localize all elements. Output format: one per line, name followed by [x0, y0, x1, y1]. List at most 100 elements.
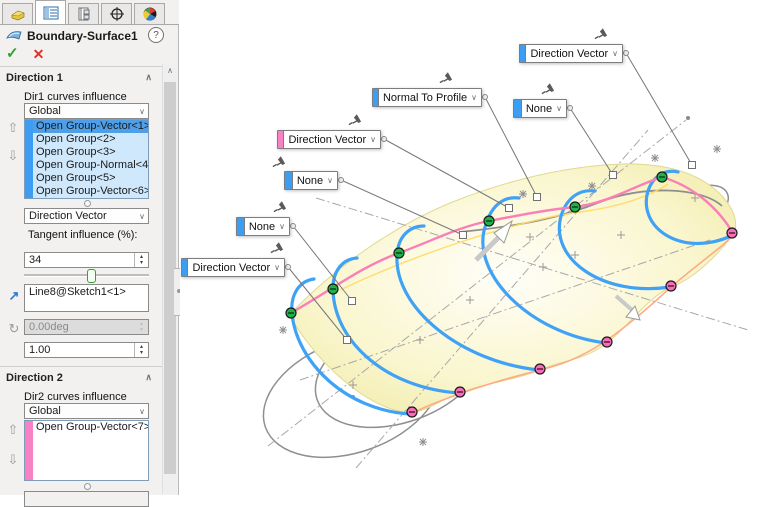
sketch-point-marks — [279, 145, 721, 446]
tangency-callout[interactable]: Direction Vector∨ — [181, 258, 285, 277]
configurationmanager-tab[interactable] — [68, 3, 99, 24]
connector-points-green[interactable] — [285, 171, 668, 319]
pin-icon[interactable] — [439, 71, 454, 85]
tangent-influence-input[interactable]: 34 ▴▾ — [24, 252, 149, 268]
chevron-down-icon[interactable]: ∨ — [327, 176, 333, 185]
callout-color-chip — [514, 100, 522, 117]
pin-icon[interactable] — [272, 155, 287, 169]
direction-vector-field[interactable]: Line8@Sketch1<1> — [24, 284, 149, 312]
scroll-up-icon[interactable]: ∧ — [167, 66, 173, 75]
panel-scrollbar[interactable]: ∧ — [162, 64, 177, 494]
list-item[interactable]: Open Group-Vector<1> — [33, 120, 148, 133]
connector-points-pink[interactable] — [406, 227, 738, 418]
guide-curve-pink[interactable] — [290, 175, 733, 315]
callout-leader-line — [625, 52, 693, 166]
direction-arrow[interactable] — [474, 219, 513, 262]
direction2-group-header[interactable]: Direction 2∧ — [6, 372, 152, 384]
tangency-callout[interactable]: None∨ — [513, 99, 567, 118]
connector-handle[interactable] — [505, 204, 513, 212]
move-down-icon[interactable]: ⇩ — [7, 148, 19, 163]
pin-icon[interactable] — [541, 82, 556, 96]
chevron-down-icon[interactable]: ∨ — [556, 104, 562, 113]
viewport-3d[interactable] — [180, 0, 768, 495]
list-item[interactable]: Open Group-Vector<6> — [36, 185, 148, 197]
leader-attach-point — [290, 223, 296, 229]
connector-handle[interactable] — [343, 336, 351, 344]
callout-color-chip — [278, 131, 285, 148]
spinner-buttons: ▴▾ — [139, 321, 143, 333]
list-item[interactable]: Open Group<2> — [36, 133, 116, 145]
profile-curves[interactable] — [290, 169, 733, 416]
slider-thumb[interactable] — [87, 269, 96, 283]
tangent-influence-slider[interactable] — [24, 269, 149, 283]
move-up-icon[interactable]: ⇧ — [7, 120, 19, 135]
displaymanager-tab[interactable] — [134, 3, 165, 24]
graphics-area[interactable] — [180, 0, 768, 495]
list-item[interactable]: Open Group-Normal<4> — [36, 159, 148, 171]
callout-leader-line — [287, 266, 348, 341]
leader-attach-point — [381, 136, 387, 142]
chevron-down-icon[interactable]: ∨ — [612, 49, 618, 58]
connector-handle[interactable] — [688, 161, 696, 169]
list-resize-handle[interactable] — [84, 200, 91, 207]
tangency-callout[interactable]: Normal To Profile∨ — [372, 88, 482, 107]
direction-vector-icon: ↗ — [8, 288, 20, 303]
move-down-icon[interactable]: ⇩ — [7, 452, 19, 467]
dimxpert-tab[interactable] — [101, 3, 132, 24]
draft-angle-input: 0.00deg ▴▾ — [24, 319, 149, 335]
tangency-callout[interactable]: None∨ — [236, 217, 290, 236]
chevron-down-icon: ∨ — [139, 212, 145, 221]
callout-color-chip — [237, 218, 245, 235]
dir1-influence-combo[interactable]: Global∨ — [24, 103, 149, 119]
dir2-influence-combo[interactable]: Global∨ — [24, 403, 149, 419]
chevron-down-icon[interactable]: ∨ — [279, 222, 285, 231]
spinner-buttons[interactable]: ▴▾ — [134, 253, 148, 267]
pin-icon[interactable] — [270, 241, 285, 255]
dir1-tangent-type-combo[interactable]: Direction Vector∨ — [24, 208, 149, 224]
chevron-down-icon[interactable]: ∨ — [471, 93, 477, 102]
callout-color-chip — [520, 45, 527, 62]
pin-icon[interactable] — [348, 113, 363, 127]
list-item[interactable]: Open Group-Vector<7> — [36, 421, 148, 433]
direction-arrow[interactable] — [614, 294, 641, 321]
connector-handle[interactable] — [609, 171, 617, 179]
chevron-down-icon[interactable]: ∨ — [274, 263, 280, 272]
dir2-tangent-type-combo[interactable] — [24, 491, 149, 507]
direction1-group-header[interactable]: Direction 1∧ — [6, 72, 152, 84]
list-item[interactable]: Open Group<3> — [36, 146, 116, 158]
surface-ridge-highlight — [339, 183, 669, 291]
dir2-curves-list[interactable]: Open Group-Vector<7> — [24, 420, 149, 481]
chevron-down-icon[interactable]: ∨ — [370, 135, 376, 144]
tangency-callout[interactable]: Direction Vector∨ — [519, 44, 623, 63]
leader-attach-point — [338, 177, 344, 183]
cancel-button[interactable]: ✕ — [32, 46, 45, 62]
ok-button[interactable]: ✓ — [6, 45, 19, 62]
connector-handle[interactable] — [348, 297, 356, 305]
pin-icon[interactable] — [273, 200, 288, 214]
connector-handle[interactable] — [533, 193, 541, 201]
property-manager-panel: Boundary-Surface1 ? ✓ ✕ Direction 1∧ Dir… — [0, 0, 179, 507]
scrollbar-thumb[interactable] — [164, 82, 176, 474]
callout-label: Normal To Profile — [382, 91, 468, 104]
connector-handle[interactable] — [459, 231, 467, 239]
callout-label: Direction Vector — [288, 133, 367, 146]
callout-color-chip — [285, 172, 293, 189]
chevron-down-icon: ∨ — [139, 407, 145, 416]
propertymanager-tab[interactable] — [35, 0, 66, 24]
list-resize-handle[interactable] — [84, 483, 91, 490]
list-item[interactable]: Open Group<5> — [36, 172, 116, 184]
help-icon[interactable]: ? — [148, 27, 164, 43]
featuremanager-tab[interactable] — [2, 3, 33, 24]
spinner-buttons[interactable]: ▴▾ — [134, 343, 148, 357]
tangency-callout[interactable]: None∨ — [284, 171, 338, 190]
pin-icon[interactable] — [594, 27, 609, 41]
boundary-surface-icon — [6, 28, 22, 44]
callout-label: Direction Vector — [192, 261, 271, 274]
callout-leader-line — [292, 225, 353, 302]
tangent-length-input[interactable]: 1.00 ▴▾ — [24, 342, 149, 358]
callout-color-chip — [182, 259, 189, 276]
move-up-icon[interactable]: ⇧ — [7, 422, 19, 437]
tangency-callout[interactable]: Direction Vector∨ — [277, 130, 381, 149]
dir1-curves-list[interactable]: Open Group-Vector<1>Open Group<2>Open Gr… — [24, 119, 149, 199]
